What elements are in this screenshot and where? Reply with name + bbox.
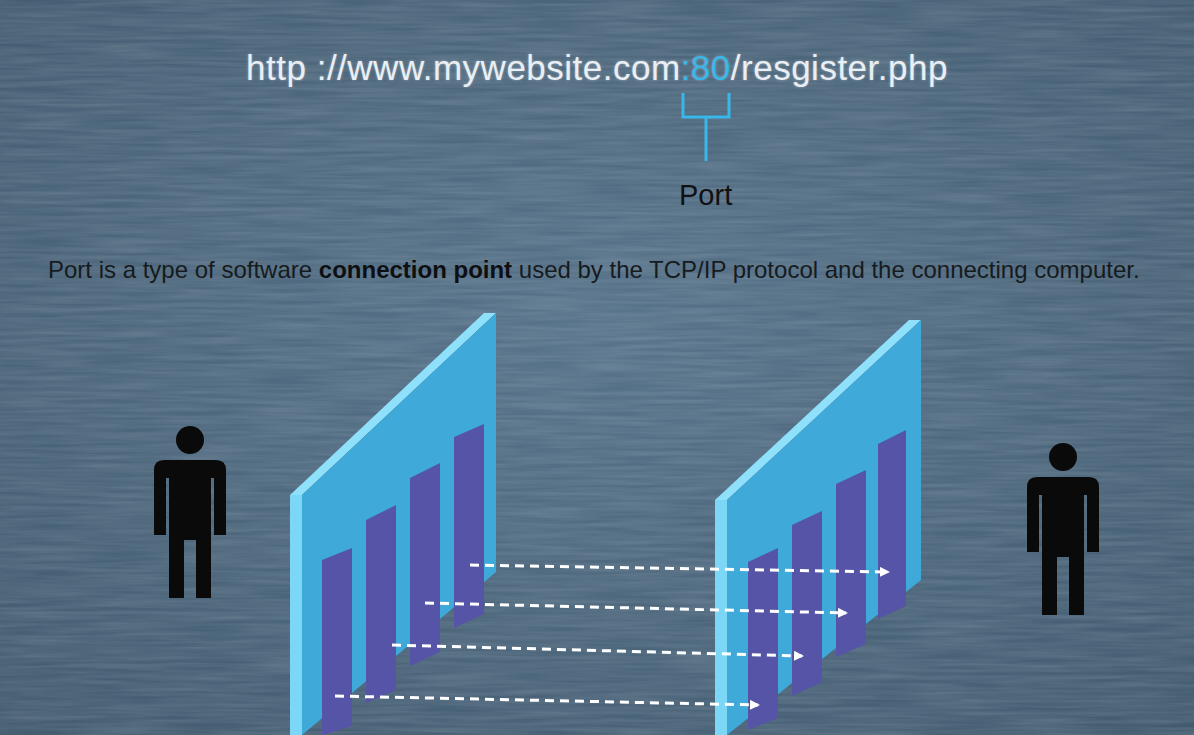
data-transfer-arrows — [335, 565, 888, 705]
right-port-panel — [715, 320, 921, 735]
port-number: :80 — [681, 48, 731, 87]
url-text: /resgister.php — [731, 48, 948, 87]
left-port-panel — [290, 313, 496, 735]
port-label: Port — [679, 179, 732, 211]
port-label-box: Port — [679, 179, 732, 212]
description-bold: connection point — [319, 256, 512, 283]
url-line: http ://www.mywebsite.com:80/resgister.p… — [0, 48, 1194, 88]
person-figure — [1027, 443, 1099, 615]
description: Port is a type of software connection po… — [48, 253, 1173, 286]
description-text: Port is a type of software — [48, 256, 312, 283]
port-bracket — [683, 93, 729, 161]
description-text: used by the TCP/IP protocol and the conn… — [519, 256, 1140, 283]
person-figure — [154, 426, 226, 598]
url-text: http ://www.mywebsite.com — [246, 48, 681, 87]
